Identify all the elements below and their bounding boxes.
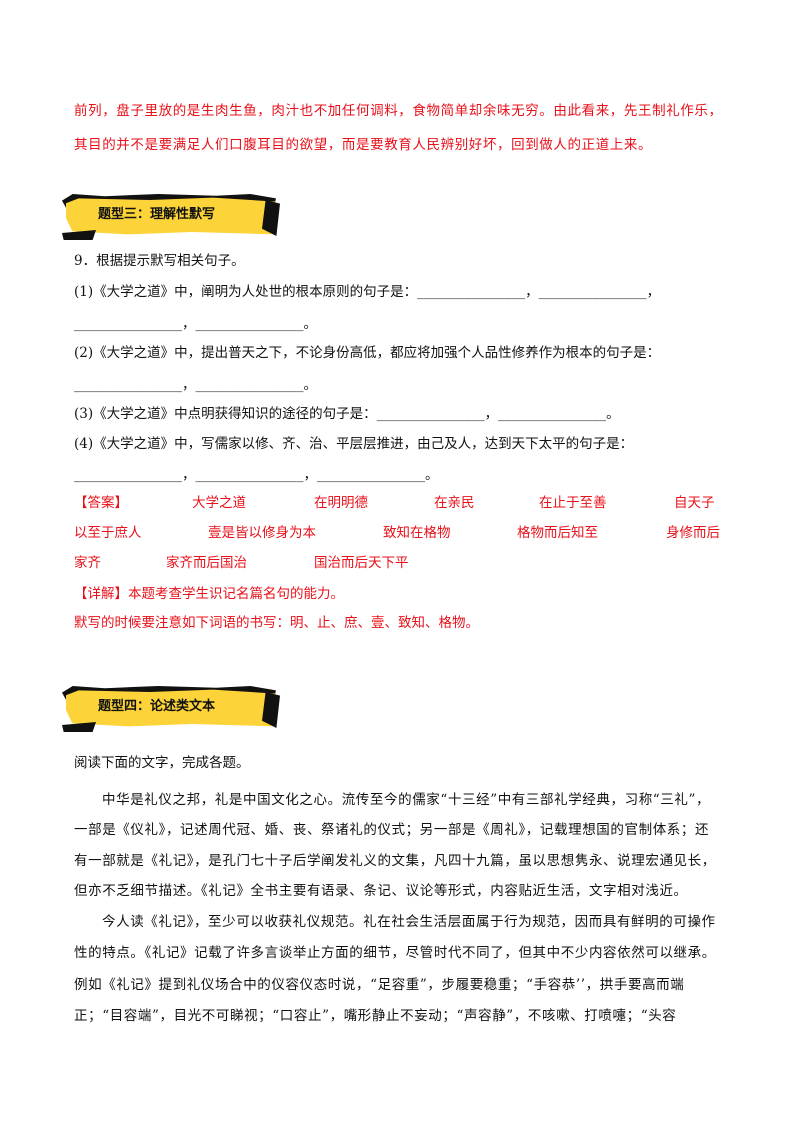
answer-row-3: 家齐 家齐而后国治 国治而后天下平 bbox=[74, 551, 734, 571]
question-item-1b: ________________，________________。 bbox=[74, 316, 317, 332]
question-item-1a: (1)《大学之道》中，阐明为人处世的根本原则的句子是：_____________… bbox=[74, 284, 661, 300]
para2-line-1: 今人读《礼记》，至少可以收获礼仪规范。礼在社会生活层面属于行为规范，因而具有鲜明… bbox=[102, 914, 716, 930]
para1-line-2: 一部是《仪礼》，记述周代冠、婚、丧、祭诸礼的仪式；另一部是《周礼》，记载理想国的… bbox=[74, 822, 710, 838]
answer-item: 身修而后 bbox=[666, 525, 720, 541]
answer-row-1: 【答案】 大学之道 在明明德 在亲民 在止于至善 自天子 bbox=[74, 491, 734, 511]
para2-line-4: 正；“目容端”，目光不可睇视；“口容止”，嘴形静止不妄动；“声容静”，不咳嗽、打… bbox=[74, 1008, 677, 1024]
detail-note: 默写的时候要注意如下词语的书写：明、止、庶、壹、致知、格物。 bbox=[74, 615, 479, 631]
answer-item: 格物而后知至 bbox=[517, 525, 598, 541]
answer-item: 在止于至善 bbox=[539, 495, 607, 511]
answer-item: 在亲民 bbox=[434, 495, 475, 511]
banner-brush-side bbox=[262, 200, 280, 236]
section-3-banner: 题型三：理解性默写 bbox=[62, 190, 284, 242]
reading-instruction: 阅读下面的文字，完成各题。 bbox=[74, 755, 250, 771]
answer-item: 以至于庶人 bbox=[74, 525, 142, 541]
answer-item: 自天子 bbox=[674, 495, 715, 511]
section-3-title: 题型三：理解性默写 bbox=[98, 207, 216, 222]
answer-item: 家齐而后国治 bbox=[166, 555, 247, 571]
question-item-2b: ________________，________________。 bbox=[74, 377, 317, 393]
para1-line-3: 有一部就是《礼记》，是孔门七十子后学阐发礼义的文集，凡四十九篇，虽以思想隽永、说… bbox=[74, 853, 716, 869]
question-item-3: (3)《大学之道》中点明获得知识的途径的句子是：________________… bbox=[74, 406, 620, 422]
answer-label: 【答案】 bbox=[74, 495, 128, 511]
banner-brush-bottom bbox=[62, 722, 96, 732]
question-item-4b: ________________，________________，______… bbox=[74, 467, 439, 483]
para1-line-4: 但亦不乏细节描述。《礼记》全书主要有语录、条记、议论等形式，内容贴近生活，文字相… bbox=[74, 883, 688, 899]
question-item-4a: (4)《大学之道》中，写儒家以修、齐、治、平层层推进，由己及人，达到天下太平的句… bbox=[74, 436, 634, 452]
detail-text: 本题考查学生识记名篇名句的能力。 bbox=[128, 586, 344, 602]
answer-item: 家齐 bbox=[74, 555, 101, 571]
answer-row-2: 以至于庶人 壹是皆以修身为本 致知在格物 格物而后知至 身修而后 bbox=[74, 521, 734, 541]
banner-brush-bottom bbox=[62, 230, 96, 240]
answer-item: 壹是皆以修身为本 bbox=[208, 525, 316, 541]
section-4-banner: 题型四：论述类文本 bbox=[62, 682, 284, 734]
section-4-title: 题型四：论述类文本 bbox=[98, 699, 216, 714]
detail-line: 【详解】本题考查学生识记名篇名句的能力。 bbox=[74, 582, 344, 602]
banner-brush-side bbox=[262, 692, 280, 728]
detail-label: 【详解】 bbox=[74, 586, 128, 602]
para2-line-2: 性的特点。《礼记》记载了许多言谈举止方面的细节，尽管时代不同了，但其中不少内容依… bbox=[74, 945, 716, 961]
question-9: 9．根据提示默写相关句子。 bbox=[74, 253, 245, 269]
banner-brush-yellow bbox=[66, 197, 276, 235]
answer-item: 致知在格物 bbox=[383, 525, 451, 541]
banner-brush-yellow bbox=[66, 689, 276, 727]
top-paragraph-line-2: 其目的并不是要满足人们口腹耳目的欲望，而是要教育人民辨别好坏，回到做人的正道上来… bbox=[74, 137, 653, 153]
answer-item: 在明明德 bbox=[314, 495, 368, 511]
answer-item: 国治而后天下平 bbox=[314, 555, 409, 571]
answer-item: 大学之道 bbox=[192, 495, 246, 511]
question-item-2a: (2)《大学之道》中，提出普天之下，不论身份高低，都应将加强个人品性修养作为根本… bbox=[74, 345, 661, 361]
para1-line-1: 中华是礼仪之邦，礼是中国文化之心。流传至今的儒家“十三经”中有三部礼学经典，习称… bbox=[102, 792, 711, 808]
top-paragraph-line-1: 前列，盘子里放的是生肉生鱼，肉汁也不加任何调料，食物简单却余味无穷。由此看来，先… bbox=[74, 103, 723, 119]
para2-line-3: 例如《礼记》提到礼仪场合中的仪容仪态时说，“足容重”，步履要稳重；“手容恭’’，… bbox=[74, 977, 685, 993]
